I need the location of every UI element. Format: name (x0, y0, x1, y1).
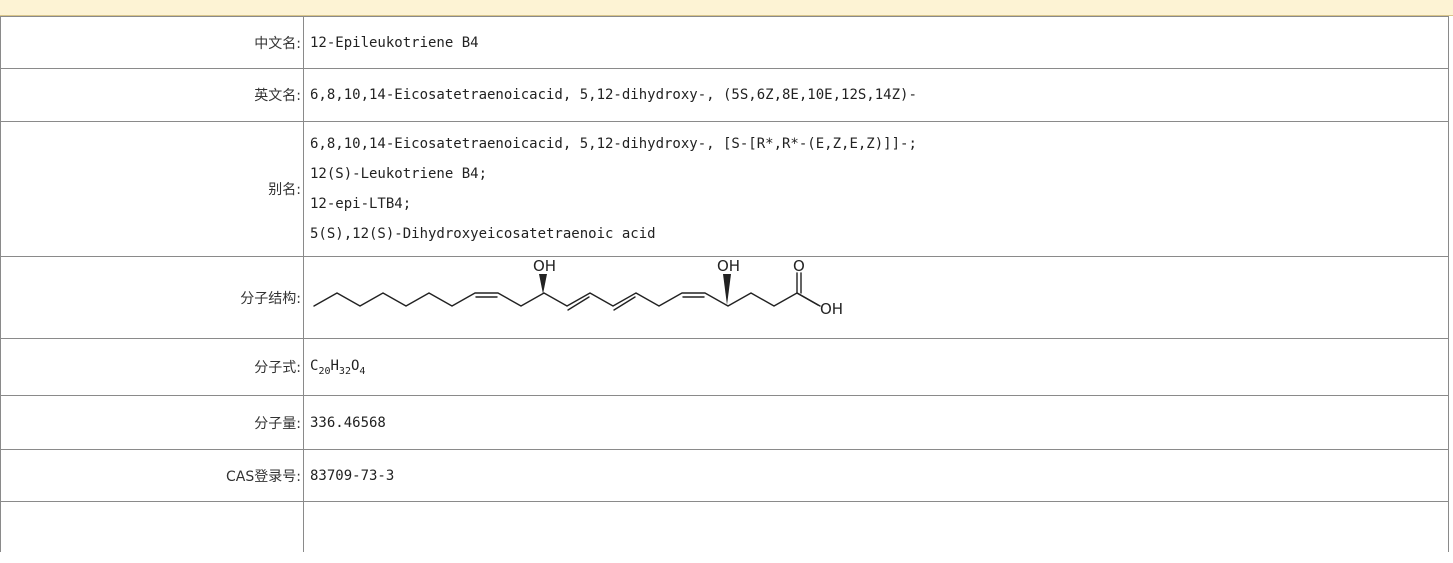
formula-o: O (350, 357, 360, 374)
alias-item: 6,8,10,14-Eicosatetraenoicacid, 5,12-dih… (310, 136, 917, 152)
formula-c: C (310, 357, 319, 374)
english-name-label: 英文名: (0, 68, 304, 122)
hydroxyl-label: OH (533, 258, 556, 275)
molecule-structure-image: OH OH O OH (313, 258, 843, 318)
alias-item: 12-epi-LTB4; (310, 196, 412, 212)
empty-value (303, 501, 1449, 552)
formula-h-count: 32 (338, 365, 351, 377)
carbonyl-oxygen-label: O (793, 258, 805, 275)
formula-value: C20H32O4 (303, 338, 1449, 396)
row-aliases: 别名: 6,8,10,14-Eicosatetraenoicacid, 5,12… (0, 121, 1449, 257)
row-empty (0, 501, 1449, 552)
header-bar (0, 0, 1453, 16)
row-structure: 分子结构: (0, 256, 1449, 339)
aliases-label: 别名: (0, 121, 304, 257)
row-weight: 分子量: 336.46568 (0, 395, 1449, 450)
cas-value: 83709-73-3 (303, 449, 1449, 502)
wedge-bond (539, 273, 547, 294)
chinese-name-value: 12-Epileukotriene B4 (303, 16, 1449, 69)
row-english-name: 英文名: 6,8,10,14-Eicosatetraenoicacid, 5,1… (0, 68, 1449, 122)
cas-label: CAS登录号: (0, 449, 304, 502)
structure-label: 分子结构: (0, 256, 304, 339)
hydroxyl-label: OH (717, 258, 740, 275)
formula-c-count: 20 (318, 365, 331, 377)
aliases-value: 6,8,10,14-Eicosatetraenoicacid, 5,12-dih… (303, 121, 1449, 257)
alias-item: 5(S),12(S)-Dihydroxyeicosatetraenoic aci… (310, 226, 656, 242)
formula-label: 分子式: (0, 338, 304, 396)
row-formula: 分子式: C20H32O4 (0, 338, 1449, 396)
english-name-value: 6,8,10,14-Eicosatetraenoicacid, 5,12-dih… (303, 68, 1449, 122)
weight-label: 分子量: (0, 395, 304, 450)
compound-info-table: 中文名: 12-Epileukotriene B4 英文名: 6,8,10,14… (0, 16, 1449, 552)
acid-hydroxyl-label: OH (820, 300, 843, 318)
row-cas: CAS登录号: 83709-73-3 (0, 449, 1449, 502)
wedge-bond (723, 273, 731, 305)
alias-item: 12(S)-Leukotriene B4; (310, 166, 488, 182)
row-chinese-name: 中文名: 12-Epileukotriene B4 (0, 16, 1449, 69)
empty-label (0, 501, 304, 552)
structure-value: OH OH O OH (303, 256, 1449, 339)
weight-value: 336.46568 (303, 395, 1449, 450)
formula-h: H (330, 357, 339, 374)
chinese-name-label: 中文名: (0, 16, 304, 69)
formula-o-count: 4 (359, 365, 366, 377)
